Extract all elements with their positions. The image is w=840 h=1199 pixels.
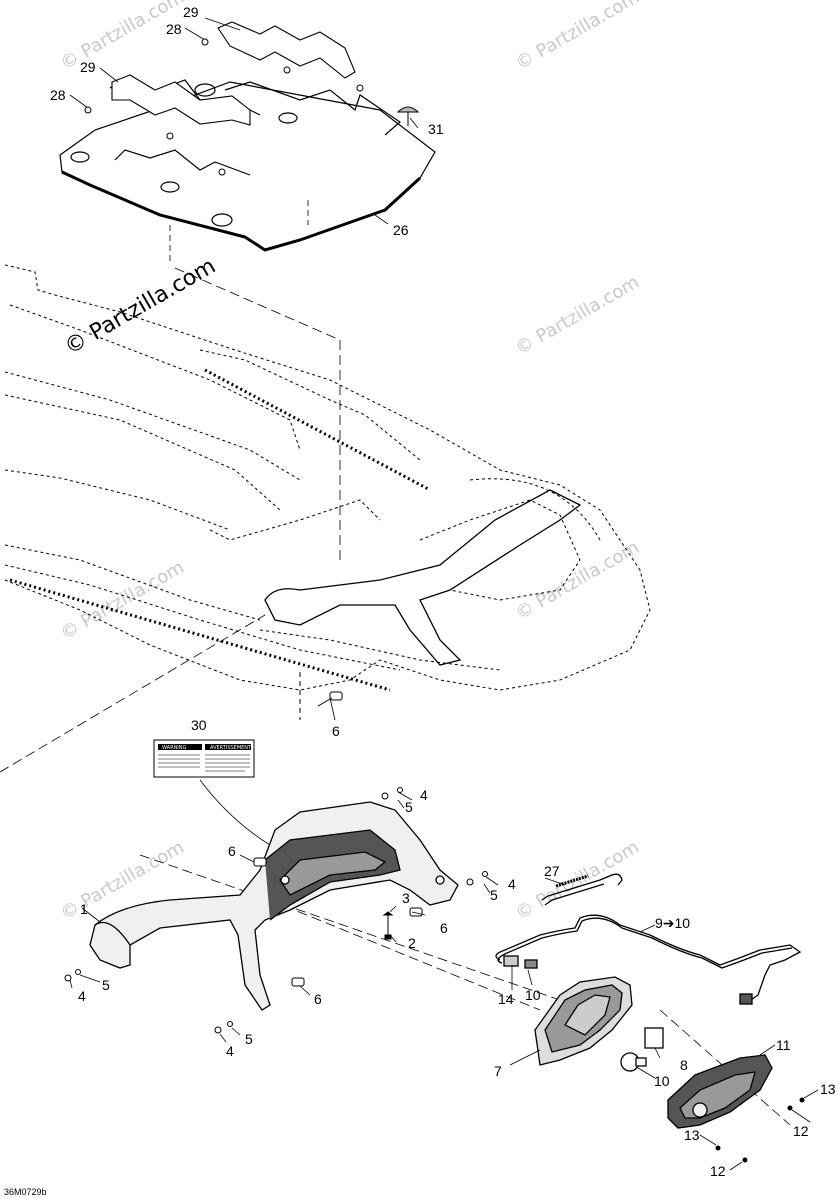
callout-4: 4 <box>508 876 516 892</box>
bumper-fasteners <box>64 787 488 1034</box>
callout-5: 5 <box>102 977 110 993</box>
callout-4: 4 <box>420 787 428 803</box>
callout-30: 30 <box>191 717 207 733</box>
leader-lines-bottom <box>69 697 819 1171</box>
callout-10: 10 <box>525 987 541 1003</box>
callout-9-10: 9➔10 <box>655 915 690 931</box>
screw-6-top <box>299 672 343 720</box>
callout-29: 29 <box>80 59 96 75</box>
callout-8: 8 <box>680 1057 688 1073</box>
callout-4: 4 <box>78 988 86 1004</box>
hook-rod <box>541 873 623 906</box>
callout-3: 3 <box>402 890 410 906</box>
callout-2: 2 <box>408 935 416 951</box>
tunnel-chassis <box>4 264 651 691</box>
tail-light-housing <box>534 976 664 1072</box>
watermark-text: © Partzilla.com <box>512 272 643 360</box>
callout-1: 1 <box>80 901 88 917</box>
callout-14: 14 <box>498 991 514 1007</box>
callout-5: 5 <box>245 1031 253 1047</box>
rail-teeth <box>9 368 431 692</box>
warning-label-heading-right: AVERTISSEMENT <box>210 745 252 751</box>
alignment-lines <box>0 267 791 1126</box>
wiring-harness <box>495 914 802 1005</box>
warning-label-heading-left: WARNING <box>162 745 187 751</box>
callout-4: 4 <box>226 1043 234 1059</box>
callout-12: 12 <box>793 1123 809 1139</box>
callout-26: 26 <box>393 222 409 238</box>
watermark-text: © Partzilla.com <box>512 537 643 625</box>
warning-label: WARNING AVERTISSEMENT <box>153 739 271 846</box>
figure-code: 36M0729b <box>4 1187 47 1197</box>
callout-5: 5 <box>405 799 413 815</box>
watermark-text: © Partzilla.com <box>512 0 643 74</box>
callout-12: 12 <box>710 1163 726 1179</box>
leader-lines-top <box>69 17 419 265</box>
callout-10: 10 <box>654 1073 670 1089</box>
callout-11: 11 <box>776 1037 791 1053</box>
lens-screws <box>715 1097 805 1163</box>
spacer <box>111 21 356 126</box>
screws-top <box>84 38 420 176</box>
tail-light-lens <box>667 1054 773 1129</box>
callout-31: 31 <box>428 121 444 137</box>
callout-5: 5 <box>490 887 498 903</box>
callout-6: 6 <box>332 723 340 739</box>
callout-13: 13 <box>820 1081 836 1097</box>
rear-bumper <box>89 801 459 1011</box>
callout-6: 6 <box>228 843 236 859</box>
callout-28: 28 <box>166 21 182 37</box>
tunnel-bumper <box>264 489 582 666</box>
callout-27: 27 <box>544 863 560 879</box>
callout-7: 7 <box>494 1063 502 1079</box>
callout-28: 28 <box>50 87 66 103</box>
callout-29: 29 <box>183 4 199 20</box>
callouts: 29 28 29 28 31 26 6 30 4 5 6 4 5 27 3 6 … <box>50 4 836 1179</box>
protector-plate <box>59 77 436 252</box>
callout-13: 13 <box>684 1127 700 1143</box>
watermark-text: © Partzilla.com <box>57 0 188 74</box>
callout-6: 6 <box>440 920 448 936</box>
watermark-main: © Partzilla.com <box>61 254 221 361</box>
callout-6: 6 <box>314 991 322 1007</box>
